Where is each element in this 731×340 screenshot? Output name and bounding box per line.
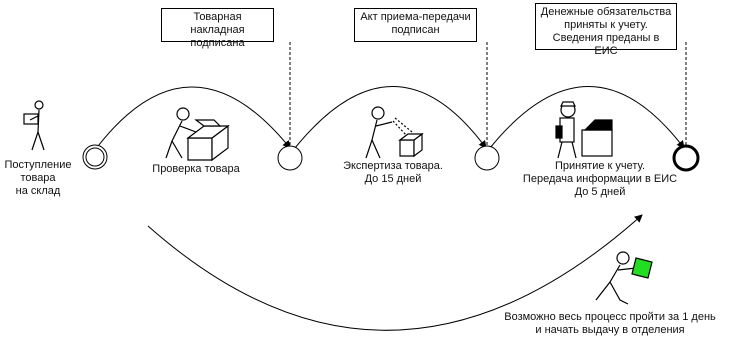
fast-path-arc — [147, 214, 643, 331]
milestone-box-obligations-registered: Денежные обязательства приняты к учету. … — [535, 3, 677, 57]
accountant-at-desk-icon — [555, 101, 613, 159]
fast-path-note: Возможно весь процесс пройти за 1 день и… — [504, 311, 716, 336]
stage-label-arrival: Поступление товара на склад — [4, 159, 72, 197]
arc-3 — [489, 86, 685, 149]
arc-1 — [94, 86, 291, 151]
end-circle — [672, 144, 700, 172]
milestone-box-acceptance-act-signed: Акт приема-передачи подписан — [354, 8, 477, 42]
checkpoint-circle-2 — [474, 145, 500, 171]
runner-with-package-icon — [595, 251, 653, 305]
arc-2 — [294, 86, 487, 149]
start-circle — [82, 144, 108, 170]
milestone-box-invoice-signed: Товарная накладная подписана — [161, 8, 274, 49]
checkpoint-circle-1 — [277, 145, 303, 171]
stage-label-inspection: Проверка товара — [152, 163, 240, 175]
expert-examining-box-icon — [365, 106, 424, 159]
stage-label-accounting: Принятие к учету. Передача информации в … — [522, 160, 678, 198]
person-carrying-box-icon — [23, 100, 45, 151]
person-inspecting-box-icon — [165, 107, 230, 162]
stage-label-expertise: Экспертиза товара. До 15 дней — [343, 160, 443, 185]
